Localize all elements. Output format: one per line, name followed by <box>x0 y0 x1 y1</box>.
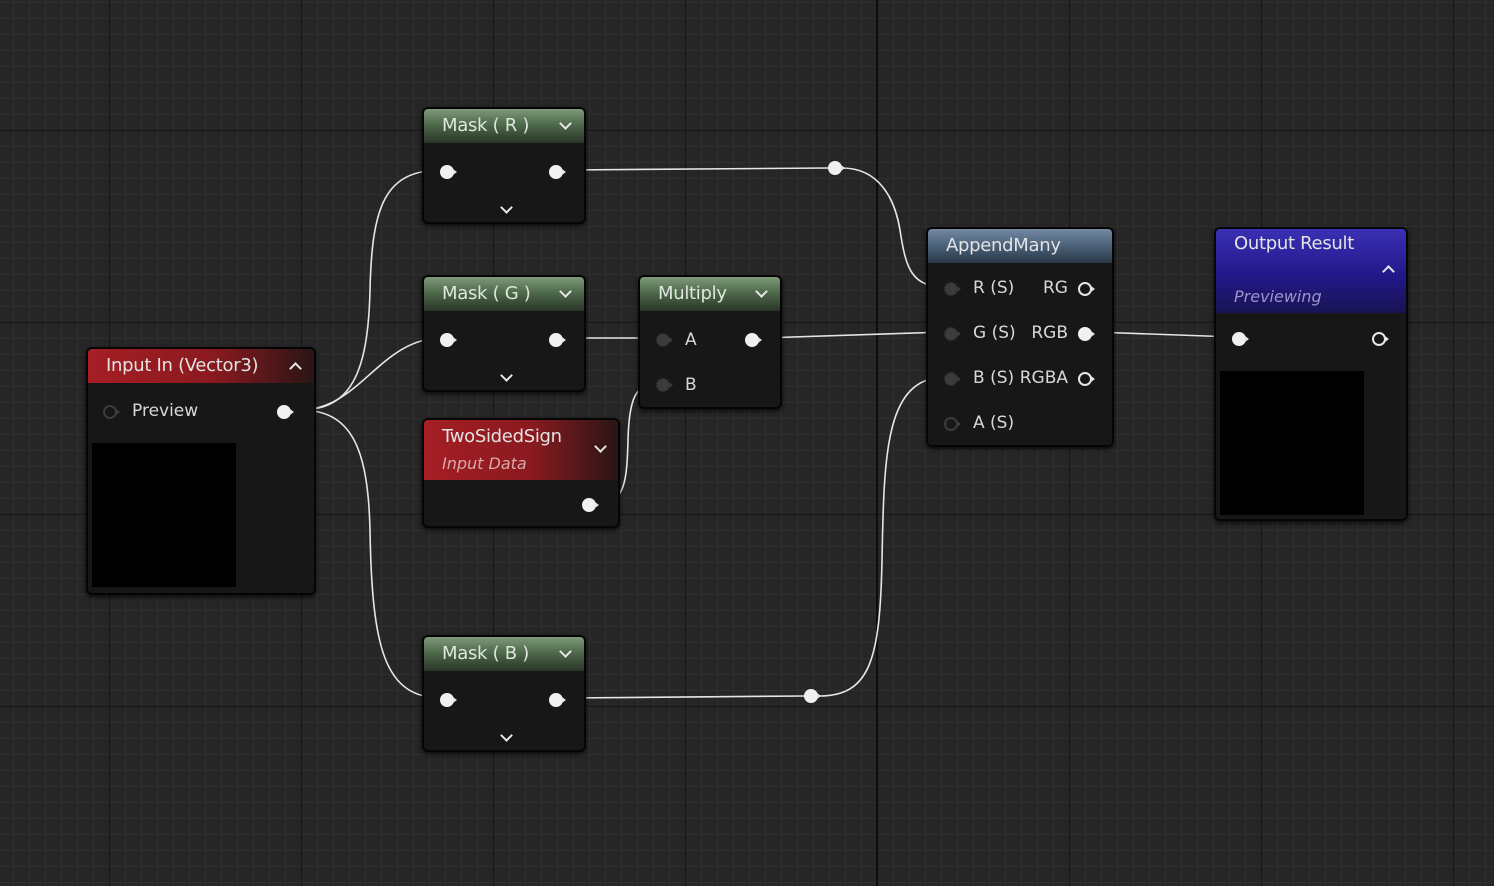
wire-input-to-mask-b <box>299 409 443 699</box>
chevron-up-icon[interactable] <box>1382 265 1395 278</box>
reroute-node-b[interactable] <box>804 689 821 703</box>
multiply-pin-a-label: A <box>685 330 697 350</box>
mask-b-title: Mask ( B ) <box>442 643 529 664</box>
two-sided-sign-subtitle: Input Data <box>442 454 527 473</box>
output-pin-out[interactable] <box>1372 332 1389 346</box>
append-pin-r-label: R (S) <box>973 278 1015 298</box>
wire-input-to-mask-g <box>299 337 443 411</box>
chevron-up-icon[interactable] <box>289 362 302 375</box>
append-pin-g-label: G (S) <box>973 323 1016 343</box>
input-node-title: Input In (Vector3) <box>106 355 259 376</box>
chevron-down-icon[interactable] <box>500 201 513 214</box>
input-output-pin[interactable] <box>277 405 294 419</box>
output-result-header[interactable]: Output Result Previewing <box>1216 229 1406 313</box>
append-pin-r[interactable] <box>944 282 961 296</box>
mask-g-pin-in[interactable] <box>440 333 457 347</box>
chevron-down-icon[interactable] <box>755 285 768 298</box>
mask-r-pin-in[interactable] <box>440 165 457 179</box>
two-sided-sign-node[interactable]: TwoSidedSign Input Data <box>422 418 620 528</box>
mask-g-pin-out[interactable] <box>549 333 566 347</box>
append-pin-b-label: B (S) <box>973 368 1015 388</box>
append-out-rgba[interactable] <box>1078 372 1095 386</box>
multiply-pin-a[interactable] <box>656 333 673 347</box>
append-out-rg-label: RG <box>1043 278 1068 298</box>
mask-g-header[interactable]: Mask ( G ) <box>424 277 584 311</box>
mask-r-title: Mask ( R ) <box>442 115 530 136</box>
append-out-rgb[interactable] <box>1078 327 1095 341</box>
append-many-header[interactable]: AppendMany <box>928 229 1112 263</box>
chevron-down-icon[interactable] <box>559 285 572 298</box>
append-out-rgba-label: RGBA <box>1019 368 1068 388</box>
output-pin-in[interactable] <box>1232 332 1249 346</box>
multiply-title: Multiply <box>658 283 727 304</box>
append-out-rg[interactable] <box>1078 282 1095 296</box>
chevron-down-icon[interactable] <box>559 117 572 130</box>
wire-multiply-to-append-g <box>761 331 947 339</box>
multiply-pin-b[interactable] <box>656 378 673 392</box>
chevron-down-icon[interactable] <box>500 369 513 382</box>
multiply-pin-out[interactable] <box>745 333 762 347</box>
wire-mask-b-to-reroute <box>565 695 806 699</box>
input-preview-thumbnail <box>92 443 236 587</box>
output-preview-thumbnail <box>1220 371 1364 515</box>
wire-append-to-output <box>1093 331 1235 338</box>
input-node[interactable]: Input In (Vector3) Preview <box>86 347 316 595</box>
two-sided-sign-header[interactable]: TwoSidedSign Input Data <box>424 420 618 480</box>
append-pin-b[interactable] <box>944 372 961 386</box>
output-result-node[interactable]: Output Result Previewing <box>1214 227 1408 521</box>
multiply-header[interactable]: Multiply <box>640 277 780 311</box>
multiply-node[interactable]: Multiply A B <box>638 275 782 409</box>
graph-origin-axis <box>876 0 878 886</box>
mask-g-node[interactable]: Mask ( G ) <box>422 275 586 392</box>
input-preview-pin-in[interactable] <box>103 405 120 419</box>
append-many-title: AppendMany <box>946 235 1061 256</box>
input-preview-label: Preview <box>132 401 199 421</box>
mask-b-header[interactable]: Mask ( B ) <box>424 637 584 671</box>
mask-b-node[interactable]: Mask ( B ) <box>422 635 586 752</box>
append-out-rgb-label: RGB <box>1031 323 1068 343</box>
append-pin-a-label: A (S) <box>973 413 1015 433</box>
mask-r-pin-out[interactable] <box>549 165 566 179</box>
mask-b-pin-in[interactable] <box>440 693 457 707</box>
output-result-subtitle: Previewing <box>1234 287 1322 306</box>
mask-r-node[interactable]: Mask ( R ) <box>422 107 586 224</box>
mask-r-header[interactable]: Mask ( R ) <box>424 109 584 143</box>
two-sided-sign-title: TwoSidedSign <box>442 426 562 447</box>
append-pin-a[interactable] <box>944 417 961 431</box>
mask-b-pin-out[interactable] <box>549 693 566 707</box>
append-pin-g[interactable] <box>944 327 961 341</box>
output-result-title: Output Result <box>1234 233 1354 254</box>
chevron-down-icon[interactable] <box>559 645 572 658</box>
append-many-node[interactable]: AppendMany R (S) G (S) B (S) A (S) RG RG… <box>926 227 1114 447</box>
reroute-node-r[interactable] <box>828 161 845 175</box>
wire-input-to-mask-r <box>299 169 443 411</box>
chevron-down-icon[interactable] <box>594 440 607 453</box>
chevron-down-icon[interactable] <box>500 729 513 742</box>
multiply-pin-b-label: B <box>685 375 697 395</box>
wire-mask-r-to-reroute <box>565 167 829 171</box>
mask-g-title: Mask ( G ) <box>442 283 531 304</box>
two-sided-sign-pin-out[interactable] <box>582 498 599 512</box>
input-node-header[interactable]: Input In (Vector3) <box>88 349 314 383</box>
